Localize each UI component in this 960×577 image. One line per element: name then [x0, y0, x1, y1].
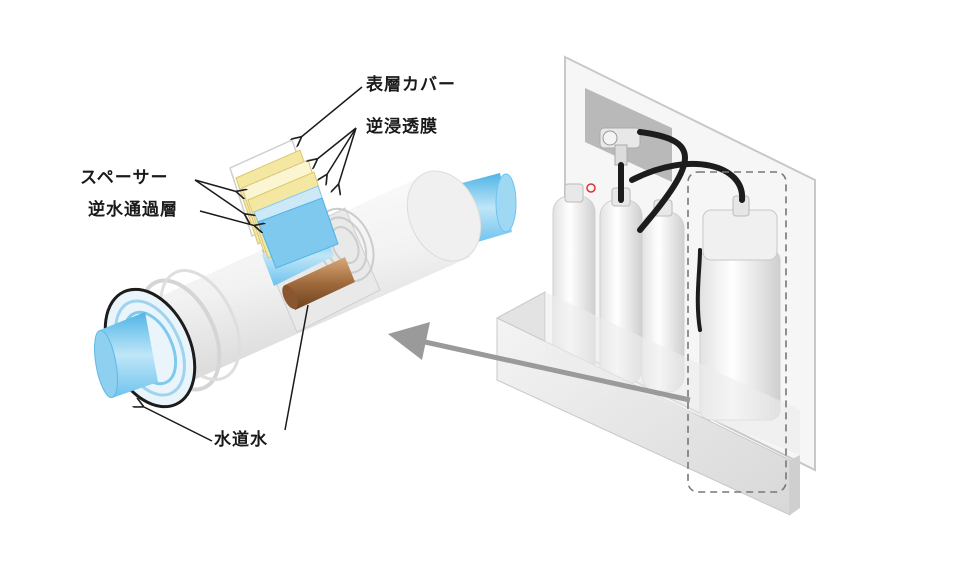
leader-ro-3	[338, 127, 357, 186]
hose-3	[629, 160, 746, 203]
membrane-layers	[229, 138, 339, 269]
label-spacer: スペーサー	[80, 168, 169, 188]
leader-permeate	[199, 210, 256, 226]
leader-spacer-1	[194, 179, 238, 192]
hose-1	[637, 129, 688, 233]
label-surface-cover: 表層カバー	[366, 75, 456, 95]
ro-membrane-cylinder	[94, 138, 517, 409]
core-tube	[285, 257, 355, 310]
cylinder-right-end	[406, 170, 482, 262]
leader-tap-water-1	[142, 406, 213, 442]
label-ro-membrane: 逆浸透膜	[366, 117, 438, 137]
leader-spacer-2	[194, 179, 246, 215]
purifier-unit	[496, 55, 816, 516]
label-permeate-layer: 逆水通過層	[88, 200, 178, 220]
highlight-box	[687, 171, 787, 493]
leader-ro-2	[326, 127, 357, 176]
leader-surface-cover	[300, 86, 363, 138]
label-tap-water: 水道水	[214, 430, 268, 450]
permeate-inner	[257, 197, 339, 269]
leader-lines	[142, 86, 363, 442]
ro-filter-cap	[702, 209, 778, 261]
pointer-arrow	[388, 322, 691, 403]
leader-tap-water-2	[284, 304, 309, 431]
leader-ro-1	[316, 127, 357, 160]
